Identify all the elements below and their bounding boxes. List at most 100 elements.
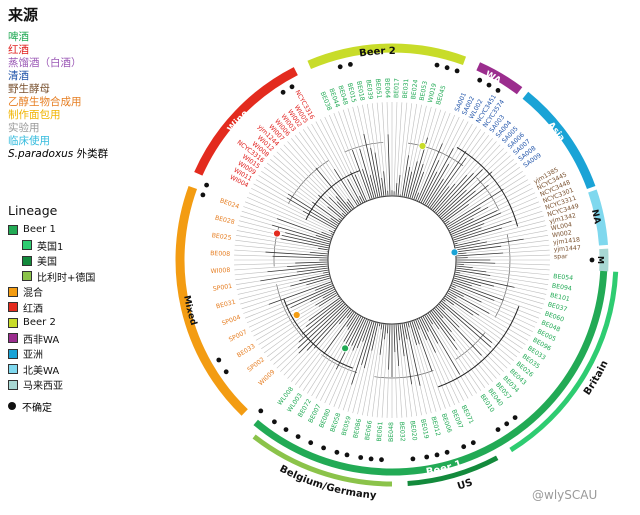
leaf-label: BE031 xyxy=(215,299,236,311)
leaf-branch xyxy=(501,239,549,247)
leaf-label: BE059 xyxy=(341,415,353,436)
source-legend-title: 来源 xyxy=(8,6,39,24)
clade-label-m: M xyxy=(596,256,605,264)
uncertain-dot xyxy=(334,449,340,455)
lineage-swatch xyxy=(8,317,18,328)
lineage-legend-item: 红酒 xyxy=(8,300,158,316)
leaf-branch xyxy=(261,296,338,350)
leaf-branch xyxy=(411,105,427,172)
leaf-label: WI002 xyxy=(552,229,573,239)
internal-branch xyxy=(436,304,460,328)
leaf-branch xyxy=(235,271,297,281)
internal-branch xyxy=(361,321,375,366)
uncertain-dot xyxy=(344,452,350,458)
lineage-label: 混合 xyxy=(23,288,43,300)
leaf-label: BE064 xyxy=(383,78,391,98)
leaf-branch xyxy=(253,297,323,337)
internal-branch xyxy=(359,195,364,204)
leaf-branch xyxy=(248,307,291,328)
leaf-branch xyxy=(487,183,531,208)
internal-branch xyxy=(411,320,420,345)
lineage-legend-item: 美国 xyxy=(8,253,158,269)
leaf-branch xyxy=(511,210,543,222)
leaf-branch xyxy=(381,102,388,191)
node-marker xyxy=(418,142,427,150)
internal-branch xyxy=(413,171,425,200)
lineage-label: Beer 2 xyxy=(23,317,56,329)
internal-branch xyxy=(351,317,366,346)
internal-branch xyxy=(438,303,446,310)
uncertain-dot xyxy=(434,62,440,68)
internal-branch xyxy=(455,263,464,265)
internal-branch xyxy=(286,197,338,228)
leaf-branch xyxy=(324,345,352,404)
internal-branch xyxy=(434,174,468,213)
internal-branch xyxy=(446,292,457,299)
leaf-label: BE012 xyxy=(429,416,441,437)
lineage-legend-item: 混合 xyxy=(8,284,158,300)
node-markers xyxy=(273,142,459,353)
internal-branch xyxy=(379,323,385,355)
internal-branch xyxy=(328,196,348,216)
internal-branch xyxy=(397,323,400,341)
internal-branch xyxy=(450,212,502,235)
internal-branch xyxy=(290,286,335,309)
internal-branch xyxy=(407,321,410,328)
internal-branch xyxy=(298,304,348,354)
leaf-branch xyxy=(311,341,345,397)
internal-branch xyxy=(453,275,495,287)
lineage-label: 马来西亚 xyxy=(23,381,63,393)
uncertain-dot xyxy=(223,369,229,375)
uncertain-dot xyxy=(280,89,286,95)
leaf-label: BE032 xyxy=(398,422,406,442)
internal-branch xyxy=(271,224,331,243)
uncertain-dot xyxy=(379,457,384,463)
internal-branch xyxy=(446,207,481,228)
leaf-branch xyxy=(320,119,360,197)
leaf-branch xyxy=(307,329,349,394)
leaf-branch xyxy=(298,353,325,389)
uncertain-dot xyxy=(454,68,460,74)
internal-branch xyxy=(298,302,345,343)
internal-branch xyxy=(280,238,330,249)
internal-branch xyxy=(448,288,464,297)
leaf-branch xyxy=(501,215,544,229)
leaf-label: BE066 xyxy=(364,420,374,441)
leaf-branch xyxy=(393,102,398,192)
internal-branch xyxy=(443,297,454,306)
leaf-branch xyxy=(472,314,523,350)
internal-branch xyxy=(338,218,342,222)
leaf-branch xyxy=(311,123,357,200)
internal-branch xyxy=(455,238,524,251)
leaf-branch xyxy=(320,369,337,401)
leaf-branch xyxy=(243,206,278,219)
leaf-branch xyxy=(471,285,543,310)
leaf-branch xyxy=(347,108,361,149)
leaf-label: BE031 xyxy=(402,78,411,99)
lineage-swatch xyxy=(8,333,18,344)
leaf-label: SP001 xyxy=(212,283,232,293)
leaf-branch xyxy=(453,304,521,354)
internal-branch xyxy=(427,150,467,208)
source-legend-item: 野生酵母 xyxy=(8,83,50,95)
internal-branch xyxy=(380,323,383,330)
internal-branch xyxy=(296,267,329,273)
internal-branch xyxy=(323,311,355,355)
leaf-branch xyxy=(280,352,300,372)
leaf-branch xyxy=(276,348,299,369)
internal-branch xyxy=(422,148,454,205)
internal-branch xyxy=(265,251,329,257)
clade-label-beer2: Beer 2 xyxy=(359,46,396,60)
internal-branch xyxy=(383,171,387,197)
leaf-branch xyxy=(409,327,432,414)
leaf-branch xyxy=(503,299,541,314)
internal-branch xyxy=(281,234,330,247)
internal-branch xyxy=(352,149,371,200)
clade-connector xyxy=(305,170,360,221)
internal-branch xyxy=(407,161,418,199)
na-arc xyxy=(588,189,608,246)
clade-label-us: US xyxy=(456,477,474,492)
leaf-branch xyxy=(328,350,354,406)
internal-branch xyxy=(430,310,456,342)
